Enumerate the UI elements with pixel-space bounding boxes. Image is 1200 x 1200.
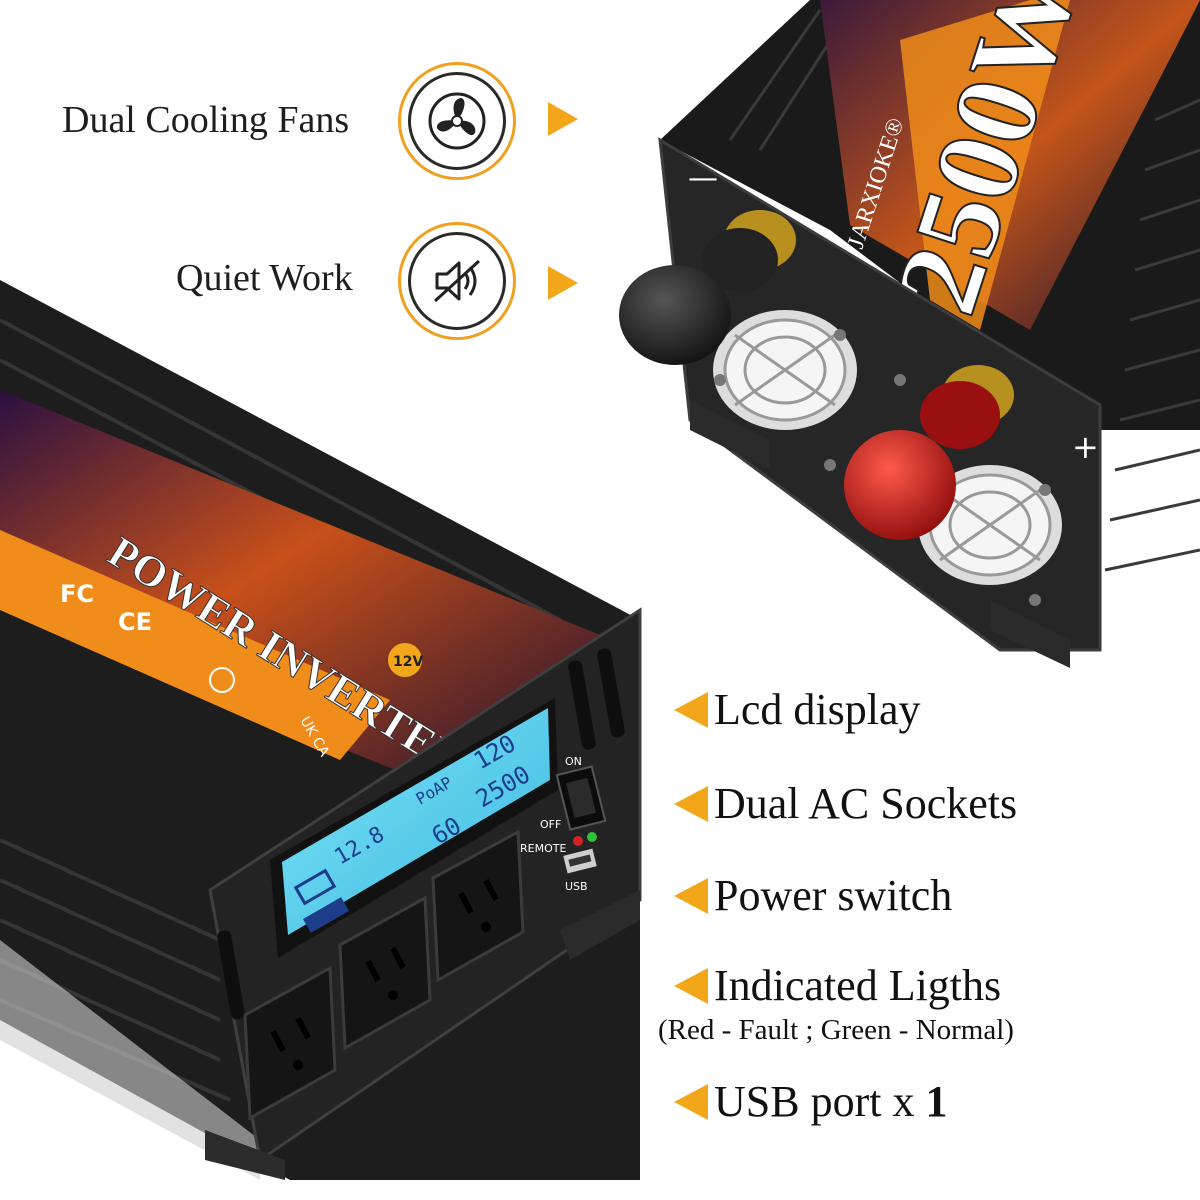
usb-count: 1 xyxy=(925,1077,948,1126)
positive-symbol: + xyxy=(1072,428,1099,466)
spec-power-switch: Power switch xyxy=(674,870,952,921)
spec-label: Power switch xyxy=(714,871,953,920)
fan-icon xyxy=(428,92,486,150)
spec-lcd-display: Lcd display xyxy=(674,684,921,735)
inverter-front-view: POWER INVERTER FC CE UK CA 12V 12.8 PoAP… xyxy=(0,280,642,1180)
pointer-arrow-left xyxy=(674,1083,708,1120)
spec-label: Lcd display xyxy=(714,685,921,734)
voltage-badge: 12V xyxy=(388,643,423,677)
pointer-arrow-fans xyxy=(548,102,578,136)
switch-on-label: ON xyxy=(565,755,582,768)
inverter-rear-view: JARXIOKE® 2500W — + xyxy=(619,0,1200,668)
power-switch xyxy=(555,765,607,831)
certification-marks: FC CE xyxy=(60,580,235,693)
lcd-display: 12.8 PoAP 120 60 2500 xyxy=(270,698,558,958)
pointer-arrow-left xyxy=(674,691,708,728)
pointer-arrow-quiet xyxy=(548,266,578,300)
negative-symbol: — xyxy=(688,161,718,196)
pointer-arrow-left xyxy=(674,967,708,1004)
switch-off-label: OFF xyxy=(540,818,561,831)
spec-ac-sockets: Dual AC Sockets xyxy=(674,778,1017,829)
normal-light xyxy=(587,832,597,842)
fault-light xyxy=(573,836,583,846)
usb-label: USB xyxy=(565,880,588,893)
svg-text:FC: FC xyxy=(60,580,94,608)
negative-terminal xyxy=(619,210,796,365)
spec-label: Indicated Ligths xyxy=(714,961,1002,1010)
spec-usb-port: USB port x 1 xyxy=(674,1076,947,1127)
svg-text:12V: 12V xyxy=(393,654,423,670)
spec-label: Dual AC Sockets xyxy=(714,779,1018,828)
pointer-arrow-left xyxy=(674,785,708,822)
feature-label-cooling-fans: Dual Cooling Fans xyxy=(62,99,350,141)
fan-icon-badge xyxy=(398,62,516,180)
mute-speaker-icon xyxy=(433,259,481,303)
feature-label-quiet-work: Quiet Work xyxy=(176,257,353,299)
mute-icon-badge xyxy=(398,222,516,340)
usb-port xyxy=(563,848,597,874)
pointer-arrow-left xyxy=(674,877,708,914)
cooling-fan-1 xyxy=(713,310,857,430)
spec-indicator-lights-note: (Red - Fault ; Green - Normal) xyxy=(658,1014,1014,1046)
positive-terminal xyxy=(844,365,1014,540)
remote-label: REMOTE xyxy=(520,842,566,855)
spec-indicator-lights: Indicated Ligths xyxy=(674,960,1001,1011)
svg-text:CE: CE xyxy=(118,608,152,636)
ac-sockets xyxy=(243,829,525,1121)
spec-label: USB port x 1 xyxy=(714,1077,948,1126)
